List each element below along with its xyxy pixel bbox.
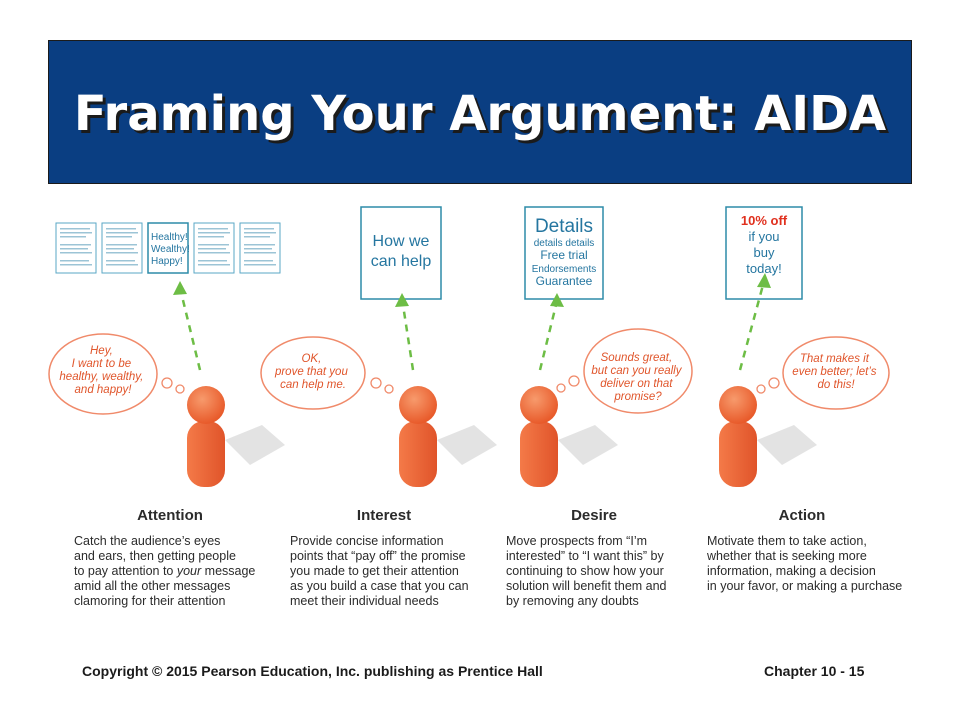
- desire-bubble-line-3: deliver on that: [600, 378, 673, 390]
- desire-card-line-2: details details: [534, 238, 595, 249]
- interest-arrow: [401, 304, 415, 371]
- attention-bubble-line-2: I want to be: [72, 358, 131, 370]
- attention-card-line-1: Healthy!: [151, 232, 188, 243]
- aida-diagram: Healthy! Wealthy! Happy! How we can help…: [48, 206, 890, 487]
- interest-bubble-line-2: prove that you: [274, 366, 348, 378]
- desire-arrow: [538, 304, 558, 371]
- stage-desc-emphasis: your: [176, 564, 202, 578]
- attention-figure: [187, 386, 285, 487]
- arrowheads: [173, 273, 771, 307]
- attention-bubble-line-4: and happy!: [75, 384, 133, 396]
- attention-card-line-2: Wealthy!: [151, 244, 190, 255]
- stage-desc-attention: Catch the audience’s eyes and ears, then…: [74, 534, 256, 608]
- gaze-arrows: [179, 284, 765, 371]
- title-bar: Framing Your Argument: AIDA: [48, 40, 912, 184]
- desire-bubble: Sounds great, but can you really deliver…: [556, 328, 693, 414]
- desire-card-line-4: Endorsements: [532, 264, 596, 275]
- svg-text:Hey, I want to be: Hey, I want to be healthy, wealthy, and …: [59, 345, 146, 396]
- stage-desc-desire: Move prospects from “I’m interested” to …: [506, 534, 667, 608]
- desire-card: Details details details Free trial Endor…: [524, 206, 604, 300]
- action-bubble: That makes it even better; let’s do this…: [756, 336, 890, 410]
- desire-bubble-line-1: Sounds great,: [601, 352, 673, 364]
- interest-card: How we can help: [360, 206, 442, 300]
- stage-desc-action: Motivate them to take action, whether th…: [707, 534, 903, 593]
- svg-text:OK, prove that you: OK, prove that you can help me.: [274, 353, 351, 391]
- ad-card-filler-lines: [60, 228, 276, 266]
- action-card-line-2: if you: [748, 229, 779, 244]
- attention-bubble: Hey, I want to be healthy, wealthy, and …: [48, 333, 185, 415]
- action-figure: [719, 386, 817, 487]
- slide-title: Framing Your Argument: AIDA: [73, 86, 887, 142]
- svg-text:That makes it even bette: That makes it even better; let’s do this…: [792, 353, 879, 391]
- interest-bubble-line-3: can help me.: [280, 379, 346, 391]
- interest-bubble: OK, prove that you can help me.: [260, 336, 394, 410]
- stage-desc-interest: Provide concise information points that …: [290, 534, 469, 608]
- interest-bubble-line-1: OK,: [301, 353, 321, 365]
- attention-arrow: [179, 291, 202, 371]
- footer-chapter: Chapter 10 - 15: [764, 663, 865, 679]
- stage-label-desire: Desire: [571, 507, 617, 524]
- action-card-line-4: today!: [746, 261, 781, 276]
- svg-text:Sounds great, but can yo: Sounds great, but can you really deliver…: [591, 352, 684, 403]
- attention-card-line-3: Happy!: [151, 256, 183, 267]
- interest-card-line-2: can help: [371, 253, 432, 270]
- desire-bubble-line-2: but can you really: [591, 365, 682, 377]
- stage-label-attention: Attention: [137, 507, 203, 524]
- interest-figure: [399, 386, 497, 487]
- interest-card-line-1: How we: [373, 233, 430, 250]
- desire-bubble-line-4: promise?: [613, 391, 662, 403]
- action-bubble-line-2: even better; let’s: [792, 366, 876, 378]
- attention-bubble-line-1: Hey,: [90, 345, 113, 357]
- desire-figure: [520, 386, 618, 487]
- action-bubble-line-1: That makes it: [800, 353, 870, 365]
- ad-card-center: [147, 222, 189, 274]
- action-bubble-line-3: do this!: [817, 379, 855, 391]
- action-card-line-3: buy: [754, 245, 775, 260]
- footer-copyright: Copyright © 2015 Pearson Education, Inc.…: [82, 663, 543, 679]
- action-card-line-1: 10% off: [741, 213, 788, 228]
- stage-label-interest: Interest: [356, 507, 412, 524]
- desire-card-line-1: Details: [535, 216, 593, 237]
- action-arrow: [738, 284, 765, 371]
- stage-label-action: Action: [778, 507, 826, 524]
- attention-cards: Healthy! Wealthy! Happy!: [55, 222, 281, 274]
- attention-bubble-line-3: healthy, wealthy,: [59, 371, 143, 383]
- desire-card-line-5: Guarantee: [536, 274, 593, 288]
- desire-card-line-3: Free trial: [540, 248, 587, 262]
